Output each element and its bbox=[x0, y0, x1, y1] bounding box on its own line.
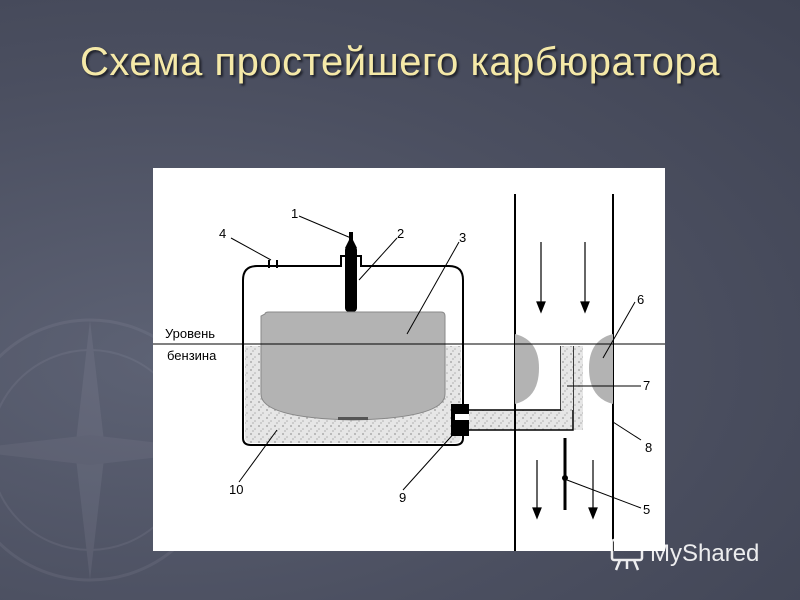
callout-9: 9 bbox=[399, 490, 406, 505]
callout-7: 7 bbox=[643, 378, 650, 393]
fuel-level-label-line1: Уровень bbox=[165, 326, 215, 341]
callout-8: 8 bbox=[645, 440, 652, 455]
watermark-text: MyShared bbox=[650, 540, 760, 567]
needle-valve bbox=[345, 246, 357, 312]
watermark: MyShared bbox=[610, 534, 759, 574]
callout-4: 4 bbox=[219, 226, 226, 241]
presentation-board-icon bbox=[610, 538, 644, 571]
float bbox=[260, 311, 446, 421]
callout-6: 6 bbox=[637, 292, 644, 307]
float-chamber bbox=[242, 255, 464, 446]
callout-10: 10 bbox=[229, 482, 243, 497]
carburetor-diagram: Уровень бензина 1 2 3 4 5 6 7 8 9 10 bbox=[153, 168, 665, 551]
slide-title: Схема простейшего карбюратора bbox=[79, 40, 721, 84]
callout-3: 3 bbox=[459, 230, 466, 245]
callout-1: 1 bbox=[291, 206, 298, 221]
callout-5: 5 bbox=[643, 502, 650, 517]
fuel-level-label-line2: бензина bbox=[167, 348, 217, 363]
diffuser-left bbox=[515, 334, 539, 404]
callout-2: 2 bbox=[397, 226, 404, 241]
